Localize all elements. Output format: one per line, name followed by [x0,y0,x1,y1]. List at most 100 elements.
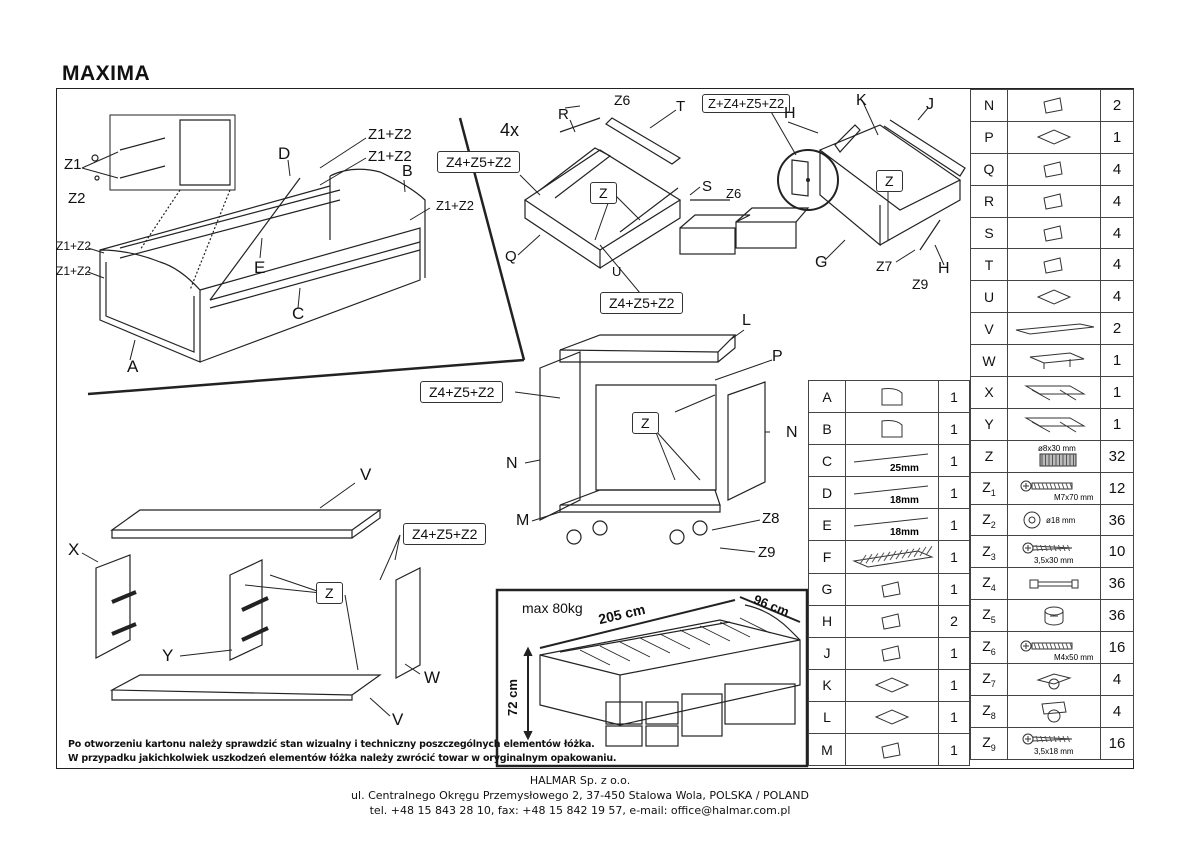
board-icon [845,604,939,638]
part-quantity: 4 [1100,280,1134,314]
board-icon [845,636,939,670]
callout-d: D [278,144,291,163]
svg-text:ø8x30 mm: ø8x30 mm [1038,444,1076,453]
svg-text:25mm: 25mm [890,463,919,474]
callout-m: M [516,512,530,529]
slat-base-icon [845,540,939,574]
part-code: T [970,248,1008,282]
connector-bolt-icon [1007,567,1101,601]
callout-box-combo: Z4+Z5+Z2 [403,523,487,545]
castor-bracket-icon [1007,663,1101,696]
part-code: Y [970,407,1008,441]
part-code: Z7 [970,663,1008,696]
part-code: G [808,572,846,606]
callout-drawer-count: 4x [500,120,520,140]
callout-z8: Z8 [762,510,780,527]
part-row: Z7 4 [970,663,1134,696]
part-code: K [808,668,846,702]
board-icon [1007,216,1101,250]
part-quantity: 1 [938,379,970,414]
callout-x: X [68,540,80,559]
part-quantity: 1 [938,540,970,574]
divider-bottom [87,358,525,396]
callout-t: T [676,98,686,115]
rail-icon: 18mm [845,508,939,542]
callout-z9-top: Z9 [912,276,929,292]
part-quantity: 4 [1100,152,1134,186]
footer-contact: tel. +48 15 843 28 10, fax: +48 15 842 1… [369,804,791,817]
callout-z1z2-left1: Z1+Z2 [56,239,92,253]
dowel-icon: ø8x30 mm [1007,439,1101,473]
max-load-label: max 80kg [522,600,583,616]
part-code: R [970,184,1008,218]
plate-icon [1007,120,1101,154]
callout-v-bottom: V [392,710,404,729]
castor-icon [1007,694,1101,728]
part-quantity: 32 [1100,439,1134,473]
rail-icon: 25mm [845,444,939,478]
callout-w: W [424,668,441,687]
svg-text:ø18 mm: ø18 mm [1046,516,1076,525]
part-code: V [970,312,1008,346]
part-code: Z6 [970,631,1008,665]
part-quantity: 4 [1100,663,1134,696]
callout-cabinet-z: Z [632,412,659,434]
height-dimension: 72 cm [504,679,520,716]
callout-u: U [612,264,622,279]
product-title: MAXIMA [62,62,151,85]
frame-icon [1007,407,1101,441]
part-code: D [808,476,846,510]
callout-z7: Z7 [876,258,893,274]
cam-lock-icon [1007,599,1101,633]
part-code: A [808,379,846,414]
callout-bigdrawer-combo: Z+Z4+Z5+Z2 [702,94,791,113]
washer-icon: ø18 mm [1007,503,1101,537]
part-code: L [808,700,846,735]
storage-box-drawing [95,509,421,701]
board-icon [1007,152,1101,186]
part-quantity: 10 [1100,535,1134,569]
bolt-icon: M7x70 mm [1007,471,1101,505]
long-board-icon [1007,312,1101,346]
part-code: U [970,280,1008,314]
callout-n-left: N [506,455,518,472]
part-code: P [970,120,1008,154]
bolt-icon: M4x50 mm [1007,631,1101,665]
callout-g: G [815,254,828,271]
finished-bed-drawing [523,596,801,747]
callout-z2: Z2 [68,190,86,207]
part-code: H [808,604,846,638]
callout-drawer-combo-bottom: Z4+Z5+Z2 [600,292,684,314]
part-quantity: 1 [938,508,970,542]
part-code: Z5 [970,599,1008,633]
callout-z1z2-left2: Z1+Z2 [56,264,92,278]
part-quantity: 1 [938,572,970,606]
callout-c: C [292,304,305,323]
callout-p: P [772,348,783,365]
callout-j: J [926,96,934,113]
part-quantity: 1 [938,636,970,670]
part-code: Z4 [970,567,1008,601]
part-code: E [808,508,846,542]
part-quantity: 1 [1100,407,1134,441]
part-quantity: 4 [1100,248,1134,282]
